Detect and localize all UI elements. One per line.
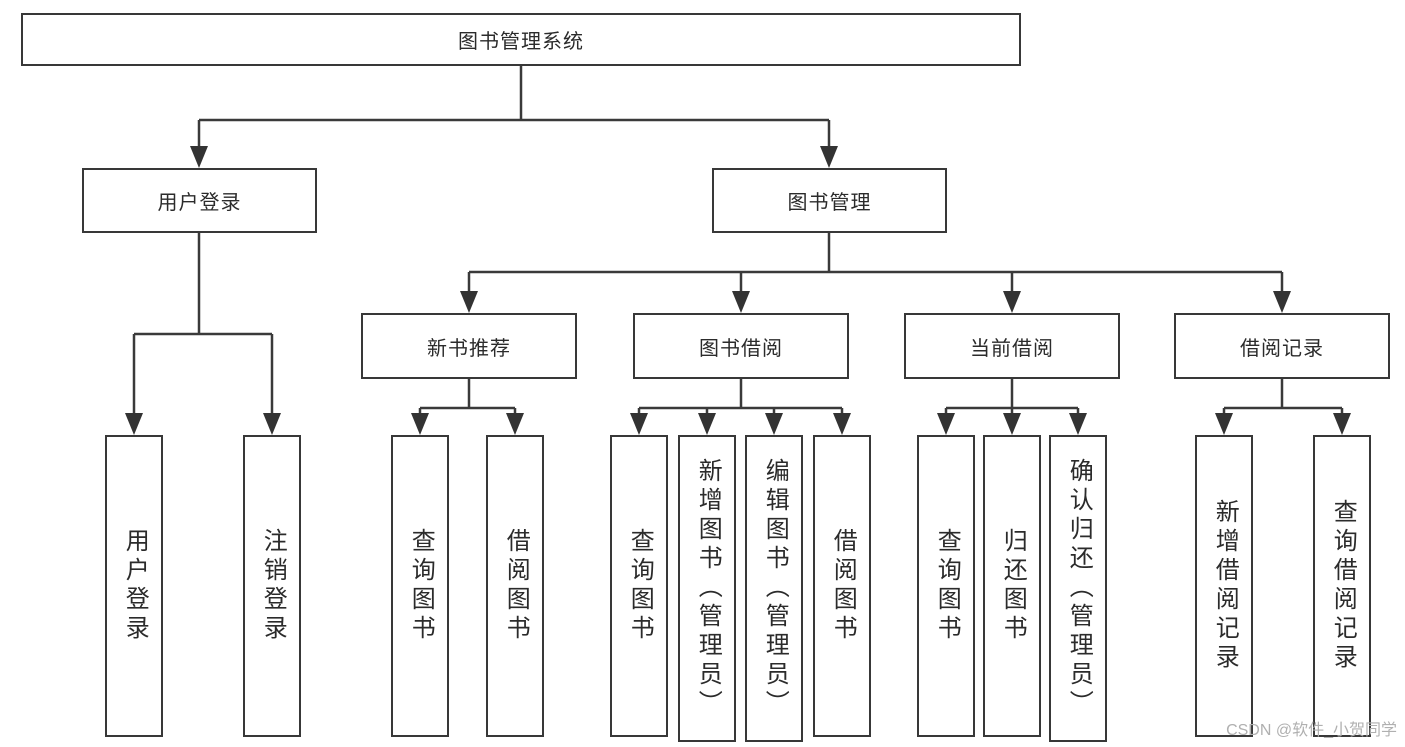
leaf-query-books-1-label: 查询图书	[407, 528, 435, 644]
arrowhead	[1003, 413, 1021, 435]
leaf-query-books-2-label: 查询图书	[626, 528, 654, 644]
leaf-add-books-admin-label: 新增图书（管理员）	[694, 458, 722, 719]
leaf-query-borrow-record: 查询借阅记录	[1313, 435, 1371, 737]
connector-book-mgmt-to-level3	[460, 233, 1291, 313]
arrowhead	[1273, 291, 1291, 313]
leaf-confirm-return-admin-label: 确认归还（管理员）	[1065, 458, 1093, 719]
leaf-user-login-label: 用户登录	[121, 528, 149, 644]
arrowhead	[732, 291, 750, 313]
arrowhead	[506, 413, 524, 435]
connector-user-login-to-leaves	[125, 233, 281, 435]
leaf-user-login: 用户登录	[105, 435, 163, 737]
connector-new-books-to-leaves	[411, 379, 524, 435]
leaf-borrow-books-1: 借阅图书	[486, 435, 544, 737]
arrowhead	[1333, 413, 1351, 435]
arrowhead	[125, 413, 143, 435]
arrowhead	[1215, 413, 1233, 435]
leaf-query-books-3-label: 查询图书	[933, 528, 961, 644]
node-borrow-records-label: 借阅记录	[1240, 337, 1324, 360]
leaf-edit-books-admin: 编辑图书（管理员）	[745, 435, 803, 742]
connector-current-borrow-to-leaves	[937, 379, 1087, 435]
node-user-login-label: 用户登录	[157, 192, 242, 214]
connector-root-to-level2	[190, 66, 838, 168]
arrowhead	[411, 413, 429, 435]
connector-borrow-records-to-leaves	[1215, 379, 1351, 435]
arrowhead	[937, 413, 955, 435]
leaf-query-books-1: 查询图书	[391, 435, 449, 737]
leaf-return-books: 归还图书	[983, 435, 1041, 737]
node-book-borrow: 图书借阅	[633, 313, 849, 379]
leaf-add-books-admin: 新增图书（管理员）	[678, 435, 736, 742]
leaf-borrow-books-1-label: 借阅图书	[502, 528, 530, 644]
node-new-books-label: 新书推荐	[427, 337, 511, 360]
node-book-mgmt: 图书管理	[712, 168, 947, 233]
leaf-logout-label: 注销登录	[259, 528, 287, 644]
leaf-add-borrow-record: 新增借阅记录	[1195, 435, 1253, 737]
leaf-return-books-label: 归还图书	[999, 528, 1027, 644]
arrowhead	[1003, 291, 1021, 313]
node-root-label: 图书管理系统	[458, 31, 584, 53]
watermark: CSDN @软件_小贺同学	[1226, 722, 1397, 739]
arrowhead	[698, 413, 716, 435]
node-root: 图书管理系统	[21, 13, 1021, 66]
leaf-query-books-2: 查询图书	[610, 435, 668, 737]
leaf-query-books-3: 查询图书	[917, 435, 975, 737]
leaf-query-borrow-record-label: 查询借阅记录	[1329, 499, 1357, 673]
arrowhead	[460, 291, 478, 313]
node-current-borrow: 当前借阅	[904, 313, 1120, 379]
arrowhead	[190, 146, 208, 168]
leaf-logout: 注销登录	[243, 435, 301, 737]
leaf-add-borrow-record-label: 新增借阅记录	[1211, 499, 1239, 673]
leaf-borrow-books-2: 借阅图书	[813, 435, 871, 737]
arrowhead	[263, 413, 281, 435]
leaf-borrow-books-2-label: 借阅图书	[829, 528, 857, 644]
arrowhead	[1069, 413, 1087, 435]
node-user-login: 用户登录	[82, 168, 317, 233]
node-borrow-records: 借阅记录	[1174, 313, 1390, 379]
connector-book-borrow-to-leaves	[630, 379, 851, 435]
node-book-borrow-label: 图书借阅	[699, 337, 783, 360]
arrowhead	[833, 413, 851, 435]
leaf-edit-books-admin-label: 编辑图书（管理员）	[761, 458, 789, 719]
arrowhead	[820, 146, 838, 168]
arrowhead	[630, 413, 648, 435]
arrowhead	[765, 413, 783, 435]
leaf-confirm-return-admin: 确认归还（管理员）	[1049, 435, 1107, 742]
node-new-books: 新书推荐	[361, 313, 577, 379]
node-book-mgmt-label: 图书管理	[787, 192, 872, 214]
node-current-borrow-label: 当前借阅	[970, 337, 1054, 360]
